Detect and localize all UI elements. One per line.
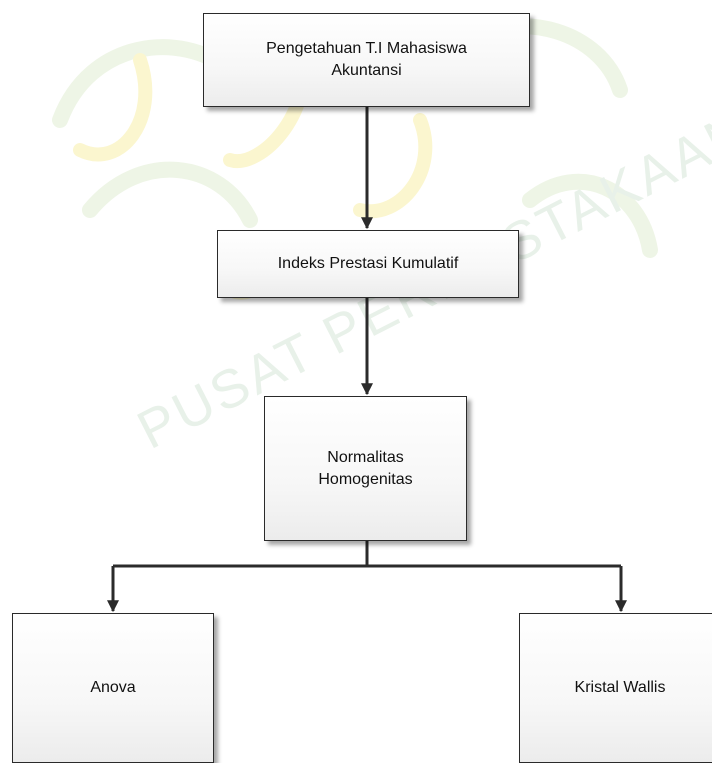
node-pengetahuan-ti: Pengetahuan T.I Mahasiswa Akuntansi [203, 13, 530, 107]
node-pengetahuan-ti-line1: Pengetahuan T.I Mahasiswa [266, 40, 467, 57]
node-anova-label: Anova [90, 679, 136, 696]
node-normalitas-label: Normalitas [327, 448, 404, 466]
node-anova: Anova [12, 613, 214, 763]
node-kristal-wallis-label: Kristal Wallis [574, 679, 666, 696]
node-kristal-wallis: Kristal Wallis [519, 613, 712, 763]
node-indeks-prestasi-label: Indeks Prestasi Kumulatif [277, 255, 459, 272]
node-homogenitas-label: Homogenitas [318, 470, 413, 488]
node-pengetahuan-ti-line2: Akuntansi [331, 62, 402, 79]
node-normalitas-homogenitas: Normalitas Homogenitas [264, 396, 467, 541]
node-indeks-prestasi: Indeks Prestasi Kumulatif [217, 230, 519, 298]
